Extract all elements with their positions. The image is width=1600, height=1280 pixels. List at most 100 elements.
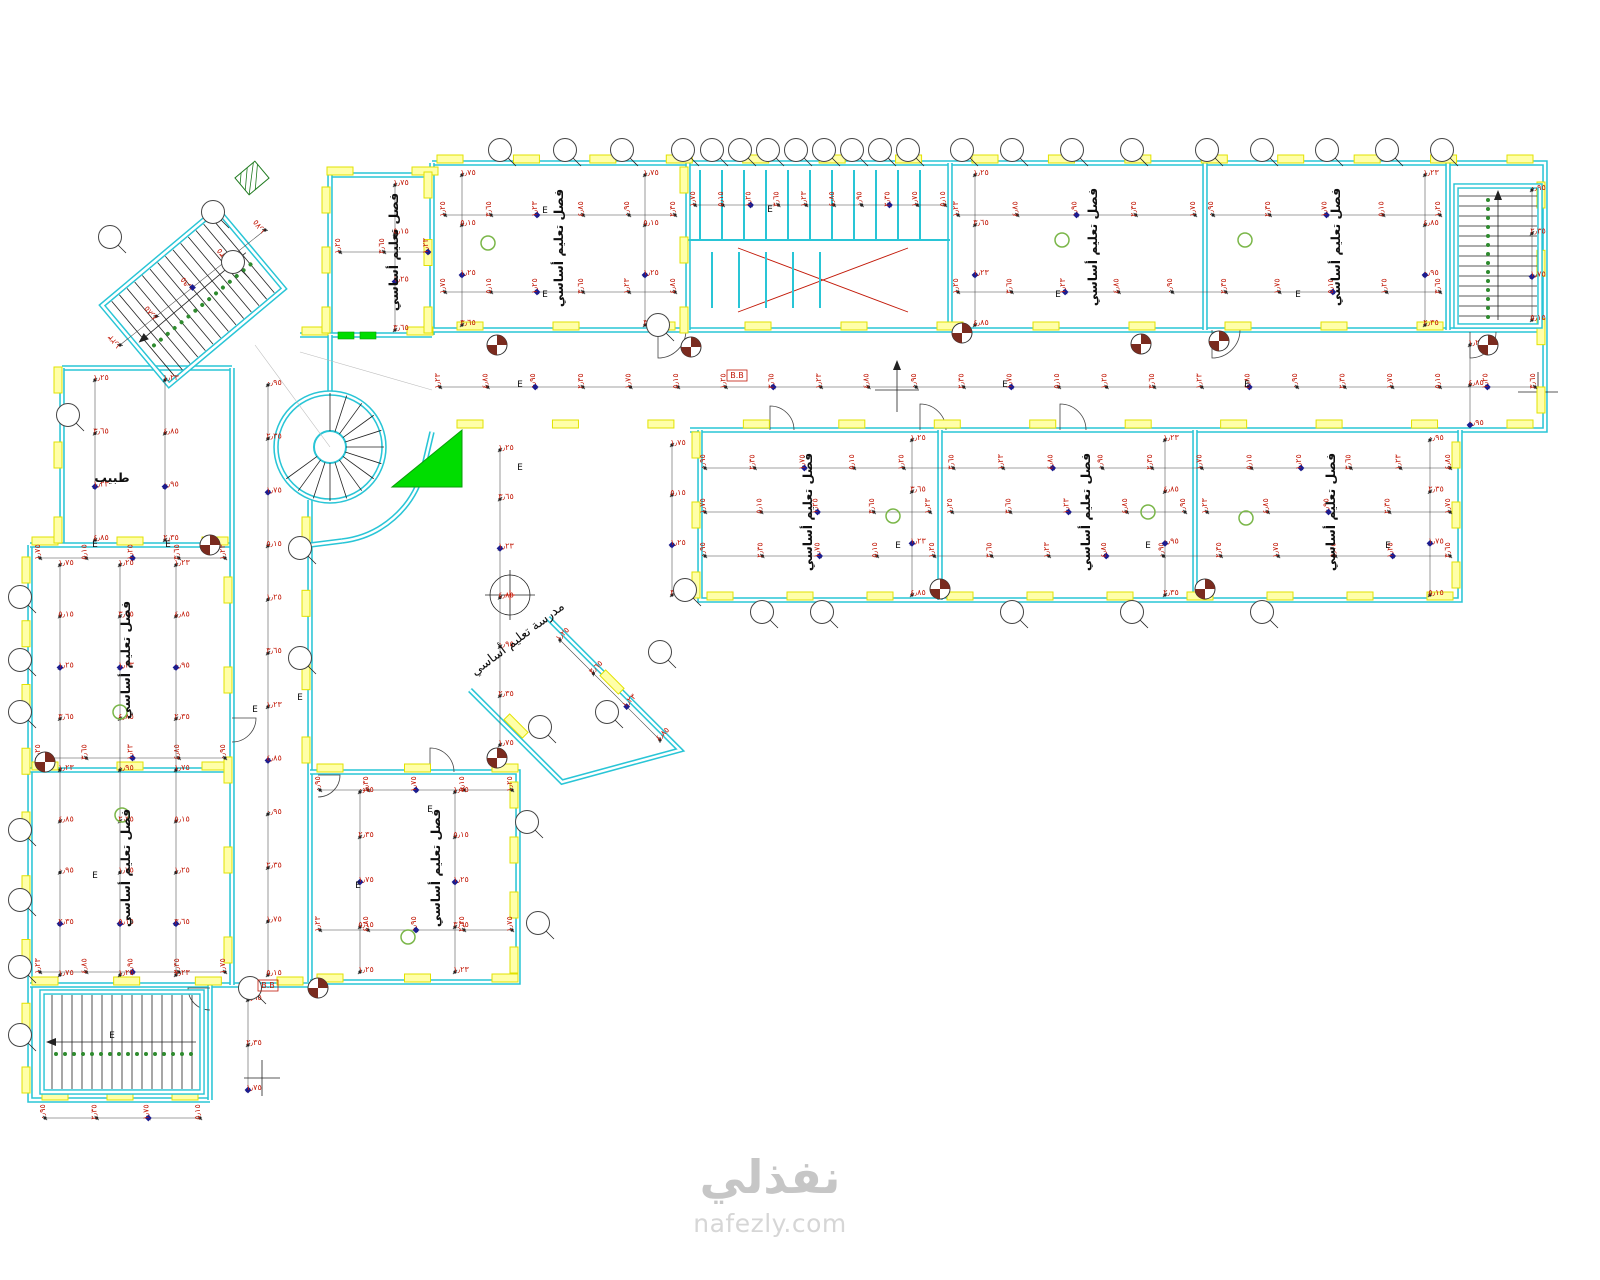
grid-bubble [1375, 138, 1399, 162]
e-mark: E [542, 290, 548, 300]
column-tick [223, 756, 233, 784]
spiral-treads-layer [286, 393, 384, 501]
column-compass [485, 570, 535, 620]
stair-dot [144, 1052, 148, 1056]
node-dot [804, 203, 808, 207]
column-tick [423, 306, 433, 334]
dim-text: ١٫٧٥ [698, 498, 707, 514]
dim-text: ٢٫٣٥ [361, 776, 370, 792]
node-dot [1219, 554, 1223, 558]
column-tick [840, 321, 868, 331]
node-dot [266, 866, 270, 870]
column-tick [21, 556, 31, 584]
stair-dot [1486, 261, 1490, 265]
node-diamond [451, 878, 459, 886]
stair-dot [72, 1052, 76, 1056]
e-mark: E [517, 463, 523, 473]
dim-text: ١٫٢٥ [118, 968, 134, 977]
node-dot [1423, 223, 1427, 227]
green-bar [359, 331, 377, 340]
dim-text: ١٫٧٥ [813, 542, 822, 558]
e-mark: E [165, 540, 171, 550]
dim-text: ٥٫١٥ [79, 544, 88, 560]
dim-text: ٤٫٨٥ [163, 426, 179, 435]
node-dot [910, 438, 914, 442]
node-dot [1104, 385, 1109, 389]
dim-text: ٤٫٨٥ [1468, 378, 1484, 387]
node-dot [174, 614, 178, 618]
dim-text: ٥٫١٥ [1244, 454, 1253, 470]
node-dot [819, 385, 823, 389]
node-dot [174, 768, 178, 772]
node-dot [93, 538, 97, 542]
node-dot [1423, 173, 1427, 177]
node-dot [266, 437, 270, 441]
node-dot [724, 385, 728, 389]
bubble-leader [769, 619, 779, 629]
node-dot [1448, 554, 1452, 558]
node-diamond [1528, 273, 1536, 281]
marker-sector [45, 752, 55, 762]
dim-text: ١٫٧٥ [670, 438, 686, 447]
dim-text: ١٫٢٥ [358, 965, 374, 974]
dim-text: ١٫٧٥ [688, 191, 697, 207]
grid-bubble [700, 138, 724, 162]
stair-dot [126, 1052, 130, 1056]
marker-sector [930, 589, 940, 599]
marker-sector [318, 978, 328, 988]
stair-dot [1486, 198, 1490, 202]
column-tick [691, 431, 701, 459]
node-dot [760, 554, 764, 558]
dim-text: ٢٫٣٥ [358, 830, 374, 839]
fixture-circle [1054, 232, 1070, 248]
door-arc [769, 405, 795, 431]
node-dot [703, 510, 707, 514]
room-label: فصل تعليم أساسي [117, 809, 133, 927]
dim-text: ١٫٢٣ [58, 763, 74, 772]
door-arc [429, 747, 455, 773]
node-dot [266, 705, 270, 709]
wall-core [309, 539, 343, 547]
dim-text: ١٫٢٥ [811, 498, 820, 514]
dim-text: ٣٫٦٥ [498, 492, 514, 501]
dim-text: ٠٫٩٥ [1428, 433, 1444, 442]
bubble-leader [719, 157, 729, 167]
dim-text: ١٫٧٥ [218, 958, 227, 974]
column-tick [53, 366, 63, 394]
dim-text: ١٫٢٣ [1423, 168, 1439, 177]
dim-text: ٢٫٣٥ [1423, 318, 1439, 327]
node-dot [753, 466, 757, 470]
grid-bubble [812, 138, 836, 162]
node-dot [910, 490, 914, 494]
dim-text: ٠٫٩٥ [1095, 454, 1104, 470]
e-mark: E [1002, 380, 1008, 390]
stair-dot [171, 1052, 175, 1056]
node-dot [973, 323, 977, 327]
door-arc [231, 717, 257, 743]
grid-bubble [8, 1023, 32, 1047]
bubble-leader [1019, 619, 1029, 629]
node-dot [1125, 510, 1129, 514]
dim-text: ١٫٢٥ [33, 744, 42, 760]
node-dot [627, 213, 631, 217]
column-tick [404, 973, 431, 983]
bubble-leader [915, 157, 925, 167]
marker-sector [1141, 334, 1151, 344]
e-mark: E [895, 541, 901, 551]
dim-text: ٤٫٨٥ [79, 958, 88, 974]
marker-sector [497, 748, 507, 758]
dim-text: ١٫٢٣ [951, 201, 960, 217]
node-dot [177, 556, 181, 560]
bubble-leader [27, 719, 37, 729]
node-dot [223, 970, 227, 974]
stair-dot [180, 1052, 184, 1056]
dim-text: ٠٫٩٥ [498, 640, 514, 649]
column-tick [509, 836, 519, 864]
stair-dot [172, 326, 177, 331]
staircase [39, 989, 205, 1095]
dim-text: ١٫٢٣ [1393, 454, 1402, 470]
node-diamond [1065, 508, 1072, 516]
stair-dot [1486, 306, 1490, 310]
column-tick [1346, 591, 1374, 601]
